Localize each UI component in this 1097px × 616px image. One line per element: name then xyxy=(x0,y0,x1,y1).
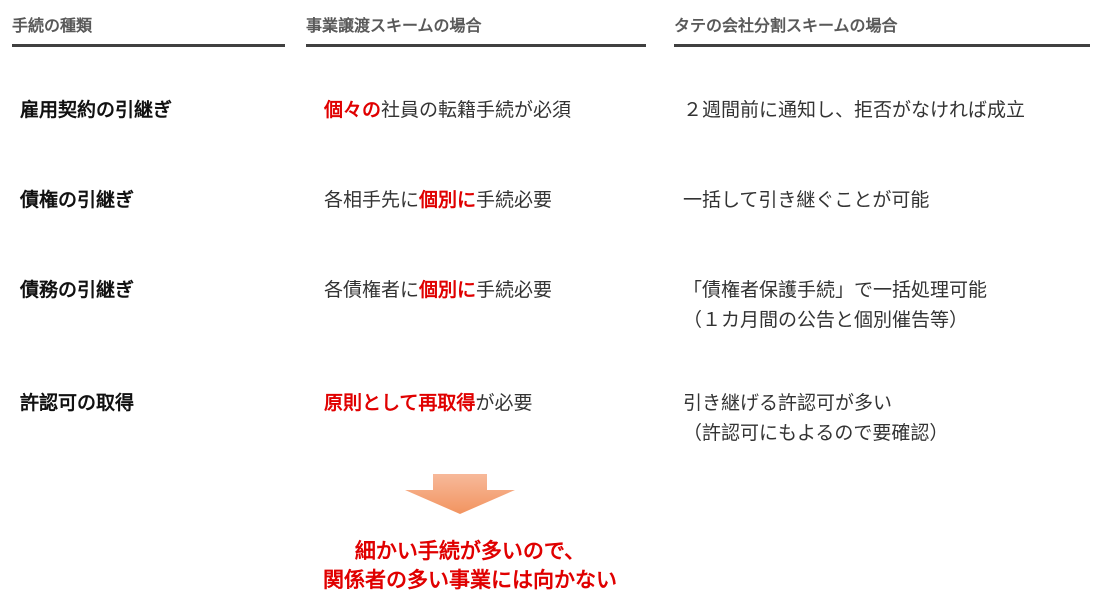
split-cell: 一括して引き継ぐことが可能 xyxy=(683,185,929,215)
cell-text: 社員の転籍手続が必須 xyxy=(381,99,572,121)
emphasis-text: 個別に xyxy=(419,279,477,301)
transfer-cell: 各債権者に個別に手続必要 xyxy=(324,275,552,305)
header-procedure-type: 手続の種類 xyxy=(12,12,285,47)
split-line: （許認可にもよるので要確認） xyxy=(683,422,949,444)
split-line: 「債権者保護手続」で一括処理可能 xyxy=(683,279,988,301)
emphasis-text: 原則として再取得 xyxy=(324,392,476,414)
row-label: 債権の引継ぎ xyxy=(20,189,135,211)
transfer-cell: 各相手先に個別に手続必要 xyxy=(324,185,552,215)
cell-text: 各債権者に xyxy=(324,279,420,301)
split-line: ２週間前に通知し、拒否がなければ成立 xyxy=(683,99,1026,121)
row-label: 債務の引継ぎ xyxy=(20,279,135,301)
emphasis-text: 個々の xyxy=(324,99,382,121)
transfer-cell: 個々の社員の転籍手続が必須 xyxy=(324,95,571,125)
row-label: 許認可の取得 xyxy=(20,392,135,414)
split-line: （１カ月間の公告と個別催告等） xyxy=(683,309,969,331)
header-company-split: タテの会社分割スキームの場合 xyxy=(674,12,1090,47)
cell-text: 手続必要 xyxy=(476,279,553,301)
split-cell: 「債権者保護手続」で一括処理可能 （１カ月間の公告と個別催告等） xyxy=(683,275,987,335)
split-line: 一括して引き継ぐことが可能 xyxy=(683,189,930,211)
down-arrow-icon xyxy=(405,474,515,514)
split-line: 引き継げる許認可が多い xyxy=(683,392,893,414)
split-cell: ２週間前に通知し、拒否がなければ成立 xyxy=(683,95,1025,125)
split-cell: 引き継げる許認可が多い （許認可にもよるので要確認） xyxy=(683,388,948,448)
conclusion-line: 関係者の多い事業には向かない xyxy=(323,568,617,592)
conclusion-line: 細かい手続が多いので、 xyxy=(354,539,586,563)
header-business-transfer: 事業譲渡スキームの場合 xyxy=(306,12,646,47)
cell-text: 手続必要 xyxy=(476,189,553,211)
conclusion: 細かい手続が多いので、 関係者の多い事業には向かない xyxy=(260,537,680,595)
cell-text: が必要 xyxy=(475,392,533,414)
transfer-cell: 原則として再取得が必要 xyxy=(324,388,532,418)
cell-text: 各相手先に xyxy=(324,189,420,211)
emphasis-text: 個別に xyxy=(419,189,477,211)
row-label: 雇用契約の引継ぎ xyxy=(20,99,173,121)
